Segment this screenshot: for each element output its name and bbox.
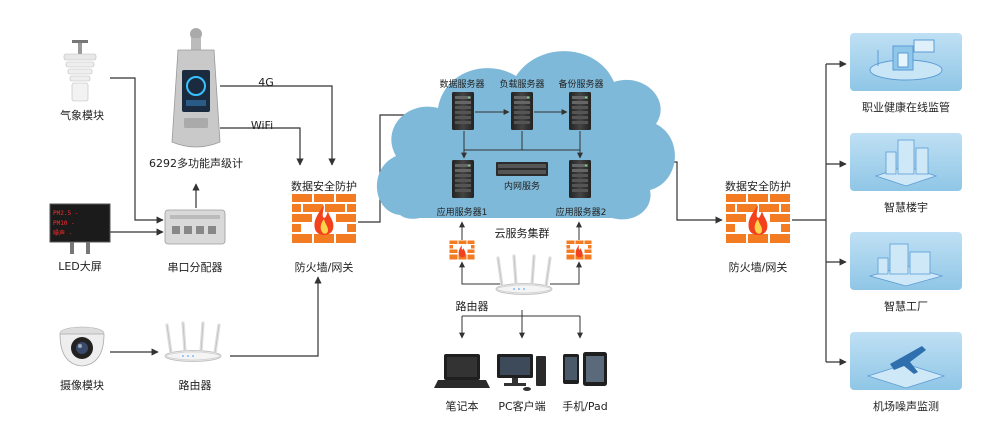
firewall-left-title: 数据安全防护	[291, 180, 357, 193]
camera-module-label: 摄像模块	[60, 379, 104, 392]
smart-building-icon	[874, 139, 938, 187]
sound-meter-label: 6292多功能声级计	[149, 157, 243, 170]
serial-splitter-label: 串口分配器	[167, 261, 223, 274]
intranet-service-label: 内网服务	[503, 182, 541, 192]
link-wifi-label: WiFi	[250, 119, 274, 132]
app-tile-health	[850, 33, 962, 91]
link-4g	[220, 85, 336, 166]
airport-plane-icon	[866, 346, 946, 389]
app-server-2-label: 应用服务器2	[555, 208, 607, 218]
app-label-factory: 智慧工厂	[884, 300, 928, 313]
app-label-building: 智慧楼宇	[884, 201, 928, 214]
link-4g-label: 4G	[258, 76, 274, 89]
mobile-pad-label: 手机/Pad	[562, 400, 608, 413]
app-tile-factory	[850, 232, 962, 290]
mini-firewall-left-icon	[449, 240, 475, 260]
smart-factory-icon	[868, 243, 944, 287]
link-router-to-firewall	[230, 276, 322, 357]
app-label-health: 职业健康在线监管	[862, 101, 950, 114]
dome-camera-icon	[59, 326, 105, 367]
led-screen-line-2: PM10 -	[53, 220, 75, 227]
data-server-label: 数据服务器	[439, 80, 485, 90]
left-router-icon	[163, 321, 223, 364]
cloud-lower-links	[459, 221, 583, 339]
firewall-right-caption: 防火墙/网关	[728, 261, 788, 274]
laptop-icon	[434, 354, 490, 388]
pc-icon	[497, 354, 546, 391]
serial-splitter-icon	[164, 209, 226, 245]
link-weather-to-serial	[110, 77, 164, 224]
center-router-label: 路由器	[455, 300, 489, 313]
led-screen-label: LED大屏	[58, 260, 102, 273]
cloud-cluster-label: 云服务集群	[494, 227, 550, 240]
app-tile-building	[850, 133, 962, 191]
firewall-left-icon	[291, 193, 357, 245]
weather-station-icon	[63, 40, 97, 102]
pc-client-label: PC客户端	[498, 400, 546, 413]
data-server-icon	[452, 92, 474, 130]
led-screen-icon: PM2.5 - PM10 - 噪声 -	[49, 203, 111, 254]
sound-level-meter-icon	[171, 28, 221, 148]
app-label-airport: 机场噪声监测	[873, 400, 939, 413]
load-server-icon	[511, 92, 533, 130]
led-screen-line-3: 噪声 -	[53, 229, 72, 237]
load-server-label: 负载服务器	[499, 80, 545, 90]
mini-firewall-right-icon	[566, 240, 592, 260]
app-server-2-icon	[569, 160, 591, 198]
link-wifi	[220, 127, 304, 166]
firewall-right-title: 数据安全防护	[725, 180, 791, 193]
center-router-icon	[494, 254, 554, 297]
cloud-internal-links	[461, 109, 583, 159]
firewall-left-caption: 防火墙/网关	[294, 261, 354, 274]
laptop-label: 笔记本	[445, 400, 479, 413]
app-server-1-label: 应用服务器1	[436, 208, 488, 218]
backup-server-icon	[569, 92, 591, 130]
app-tile-airport	[850, 332, 962, 390]
backup-server-label: 备份服务器	[558, 80, 604, 90]
cloud-shape	[376, 51, 675, 220]
weather-module-label: 气象模块	[60, 109, 104, 122]
mobile-pad-icon	[563, 352, 607, 386]
connectors	[110, 60, 847, 366]
app-server-1-icon	[452, 160, 474, 198]
intranet-rack-icon	[496, 162, 548, 176]
led-screen-line-1: PM2.5 -	[53, 210, 78, 217]
health-monitor-icon	[869, 39, 943, 81]
firewall-right-icon	[725, 193, 791, 245]
left-router-label: 路由器	[178, 379, 212, 392]
